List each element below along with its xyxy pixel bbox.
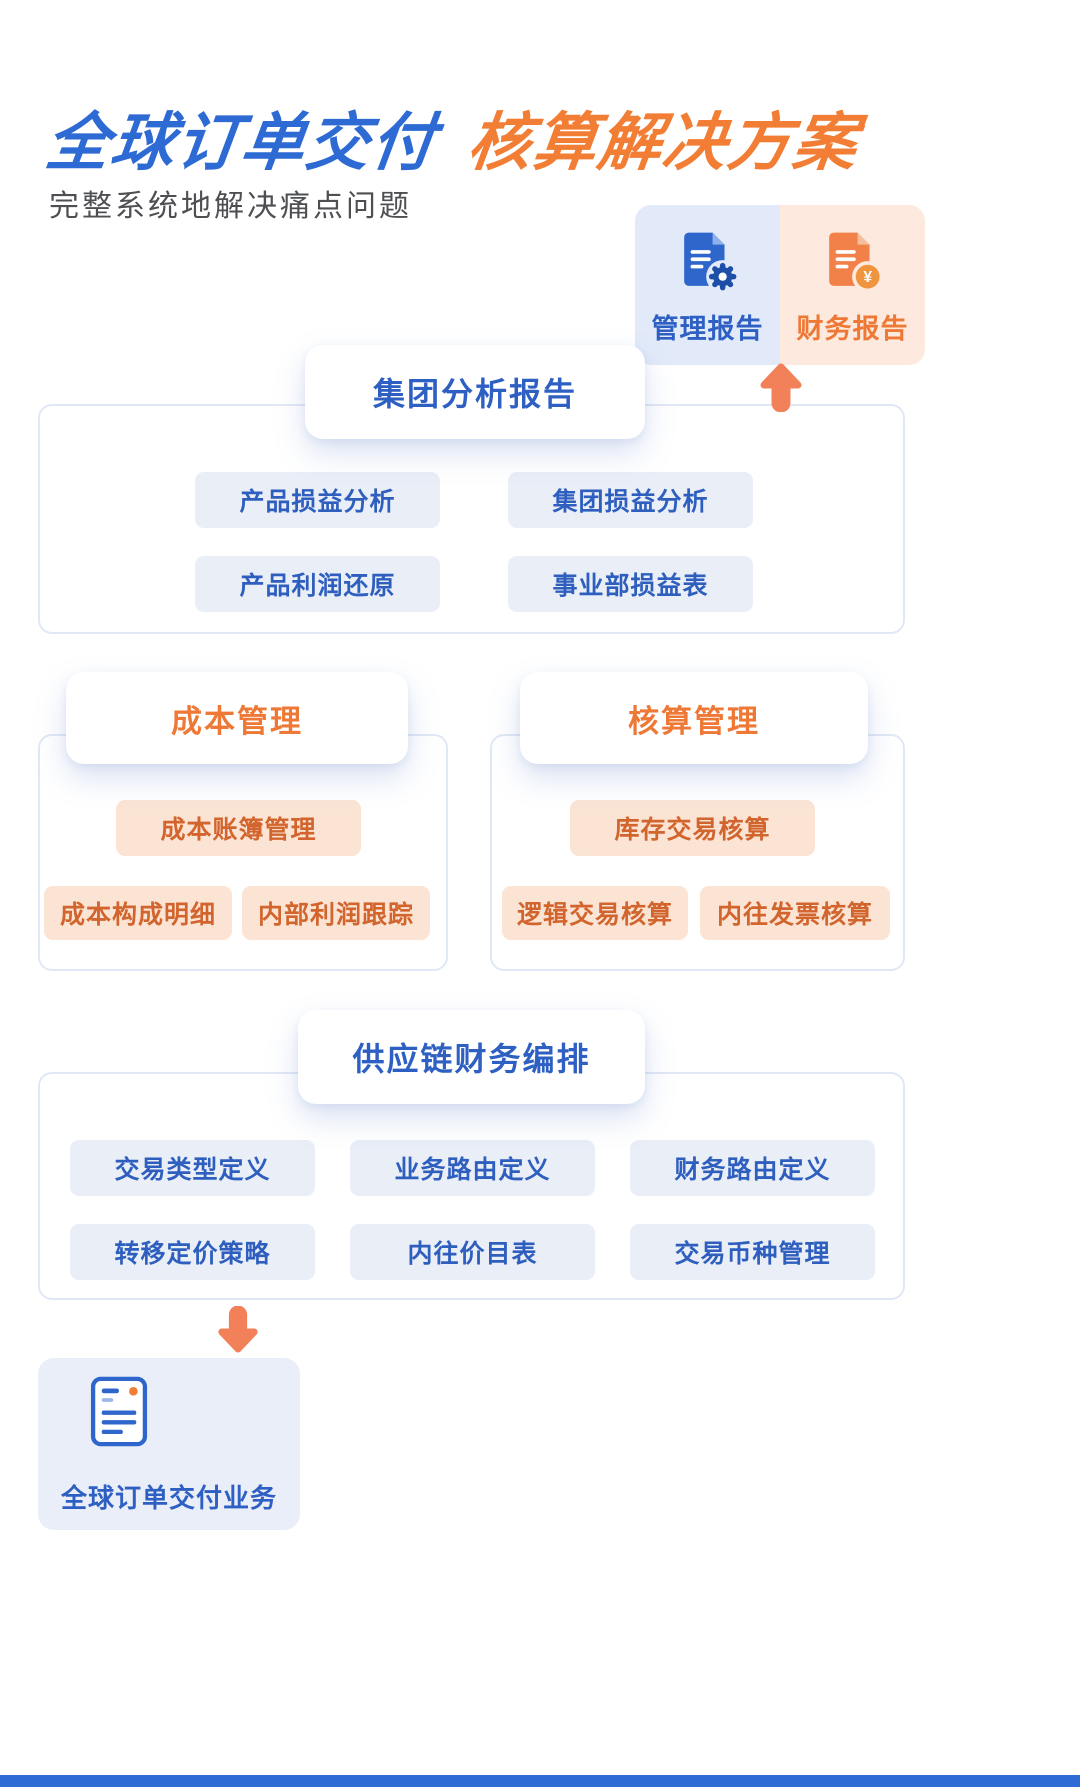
cost-chip: 成本构成明细 bbox=[44, 886, 232, 940]
group-report-title-card: 集团分析报告 bbox=[305, 345, 645, 439]
document-lines-icon bbox=[90, 1376, 148, 1447]
cost-title-card: 成本管理 bbox=[66, 672, 408, 764]
arrow-down-icon bbox=[218, 1306, 258, 1353]
accounting-chip: 库存交易核算 bbox=[570, 800, 815, 856]
order-delivery-card: 全球订单交付业务 bbox=[38, 1358, 300, 1530]
cost-title: 成本管理 bbox=[171, 703, 303, 739]
page-title: 全球订单交付 核算解决方案 bbox=[42, 92, 863, 183]
finance-report-label: 财务报告 bbox=[796, 314, 909, 344]
report-cards: 管理报告 ¥ 财务报告 bbox=[635, 205, 925, 365]
page-subtitle: 完整系统地解决痛点问题 bbox=[49, 190, 412, 223]
supply-chain-title: 供应链财务编排 bbox=[352, 1041, 591, 1077]
cost-chip: 内部利润跟踪 bbox=[242, 886, 430, 940]
group-report-chip: 事业部损益表 bbox=[508, 556, 753, 612]
footer-bar bbox=[0, 1775, 1080, 1787]
document-gear-icon bbox=[683, 232, 739, 294]
group-report-panel bbox=[38, 404, 905, 634]
page-title-blue: 全球订单交付 bbox=[42, 108, 441, 178]
order-delivery-label: 全球订单交付业务 bbox=[60, 1483, 277, 1513]
cost-chip: 成本账簿管理 bbox=[116, 800, 361, 856]
document-yen-icon: ¥ bbox=[828, 232, 883, 293]
page-title-orange: 核算解决方案 bbox=[464, 108, 863, 178]
group-report-chip: 集团损益分析 bbox=[508, 472, 753, 528]
supply-chain-chip: 业务路由定义 bbox=[350, 1140, 595, 1196]
management-report-card: 管理报告 bbox=[635, 205, 780, 365]
group-report-chip: 产品损益分析 bbox=[195, 472, 440, 528]
supply-chain-chip: 财务路由定义 bbox=[630, 1140, 875, 1196]
accounting-title-card: 核算管理 bbox=[520, 672, 868, 764]
supply-chain-title-card: 供应链财务编排 bbox=[298, 1010, 645, 1104]
supply-chain-chip: 内往价目表 bbox=[350, 1224, 595, 1280]
supply-chain-chip: 转移定价策略 bbox=[70, 1224, 315, 1280]
supply-chain-chip: 交易类型定义 bbox=[70, 1140, 315, 1196]
accounting-title: 核算管理 bbox=[628, 703, 760, 739]
accounting-chip: 逻辑交易核算 bbox=[502, 886, 688, 940]
arrow-up-icon bbox=[760, 363, 802, 412]
management-report-label: 管理报告 bbox=[651, 314, 764, 344]
group-report-title: 集团分析报告 bbox=[372, 376, 577, 412]
svg-text:¥: ¥ bbox=[863, 269, 872, 286]
group-report-chip: 产品利润还原 bbox=[195, 556, 440, 612]
finance-report-card: ¥ 财务报告 bbox=[780, 205, 925, 365]
accounting-chip: 内往发票核算 bbox=[700, 886, 890, 940]
supply-chain-chip: 交易币种管理 bbox=[630, 1224, 875, 1280]
